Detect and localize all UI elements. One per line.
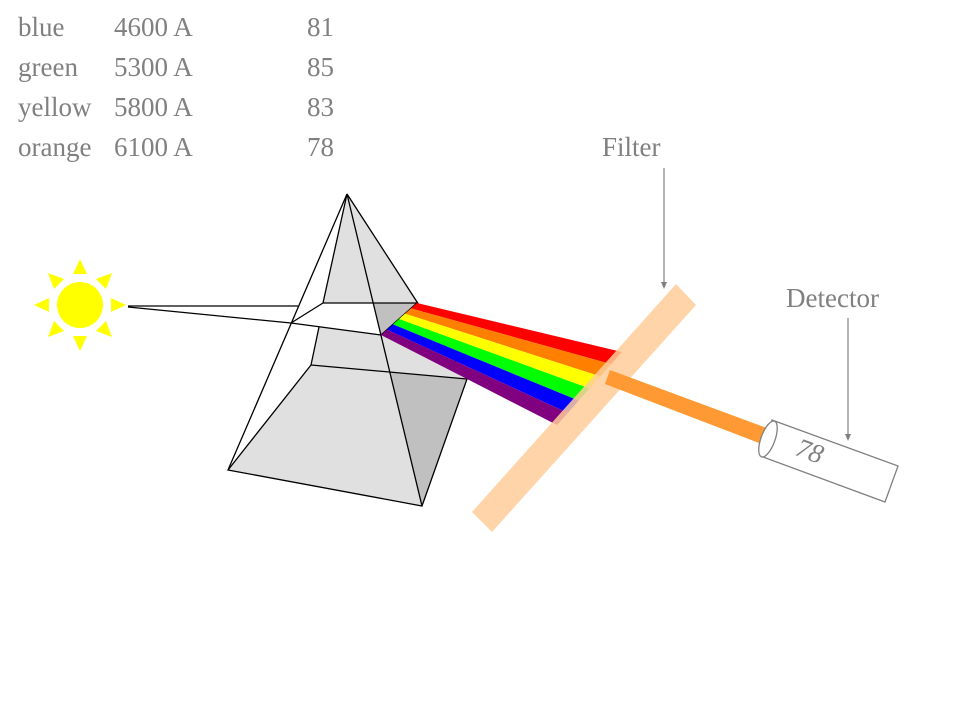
spectrum-band-orange	[405, 308, 612, 377]
spectrum-beam	[381, 303, 622, 425]
spectrum-band-red	[411, 303, 622, 365]
color-name: orange	[18, 132, 91, 162]
filter	[472, 284, 696, 532]
wavelength: 4600 A	[114, 12, 193, 42]
filter-label: Filter	[602, 132, 661, 162]
reading: 78	[307, 132, 334, 162]
table-row: blue 4600 A 81	[18, 12, 334, 42]
filter-arrow	[661, 168, 667, 289]
table-row: orange 6100 A 78	[18, 132, 334, 162]
detector-label: Detector	[786, 283, 879, 313]
color-name: yellow	[18, 92, 92, 122]
wavelength: 6100 A	[114, 132, 193, 162]
incident-light-beam	[127, 305, 298, 324]
wavelength: 5800 A	[114, 92, 193, 122]
spectrum-band-blue	[387, 324, 579, 413]
color-name: green	[18, 52, 78, 82]
prism	[227, 193, 468, 507]
spectrum-band-violet	[381, 329, 568, 425]
table-row: green 5300 A 85	[18, 52, 334, 82]
reading: 81	[307, 12, 334, 42]
table-row: yellow 5800 A 83	[18, 92, 334, 122]
detector-arrow	[845, 318, 851, 441]
spectrum-band-yellow	[399, 313, 601, 389]
sun-icon	[34, 259, 126, 351]
reading: 83	[307, 92, 334, 122]
filtered-beam	[605, 370, 772, 446]
wavelength: 5300 A	[114, 52, 193, 82]
color-name: blue	[18, 12, 65, 42]
reading: 85	[307, 52, 334, 82]
spectrum-band-green	[393, 319, 590, 401]
detector	[758, 419, 899, 503]
wavelength-table: blue 4600 A 81 green 5300 A 85 yellow 58…	[18, 12, 334, 162]
